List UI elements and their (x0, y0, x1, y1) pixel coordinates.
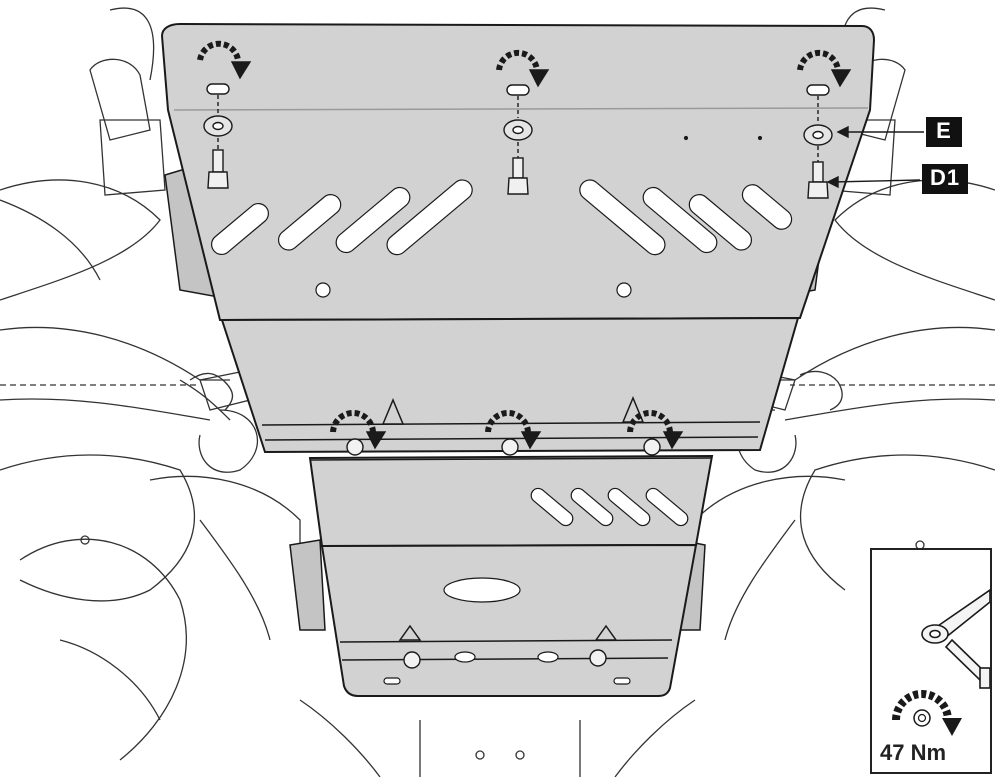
torque-wrench-icon (892, 589, 990, 736)
bolt-icon (507, 157, 529, 195)
bolt-callout-label: D1 (922, 164, 968, 194)
middle-nuts (330, 409, 684, 456)
rotation-arrow-icon (496, 49, 541, 75)
top-fastener-center (496, 49, 550, 195)
callout-leaders (826, 125, 924, 189)
washer-icon (206, 83, 230, 95)
chassis-line-art (0, 7, 995, 777)
rotation-arrowhead (528, 69, 550, 88)
torque-inset: 47 Nm (870, 548, 992, 774)
washer-callout-label: E (926, 117, 962, 147)
vent-slots (211, 135, 793, 685)
nut-icon (403, 651, 421, 669)
bolt-icon (807, 161, 829, 199)
middle-plate (220, 316, 800, 454)
rotation-arrowhead (230, 61, 252, 80)
rotation-arrowhead (830, 69, 852, 88)
washer-icon (506, 84, 530, 96)
top-fastener-left (197, 40, 252, 189)
bolt-icon (207, 149, 229, 189)
bottom-plate (320, 543, 698, 697)
top-fastener-right (797, 49, 852, 199)
nut-icon (589, 649, 607, 667)
bottom-nuts (403, 649, 607, 669)
rotation-arrow-icon (197, 40, 242, 67)
torque-value-label: 47 Nm (880, 740, 947, 765)
washer-icon (806, 84, 830, 96)
nut-icon (346, 438, 661, 456)
rotation-arrow-icon (797, 49, 842, 75)
